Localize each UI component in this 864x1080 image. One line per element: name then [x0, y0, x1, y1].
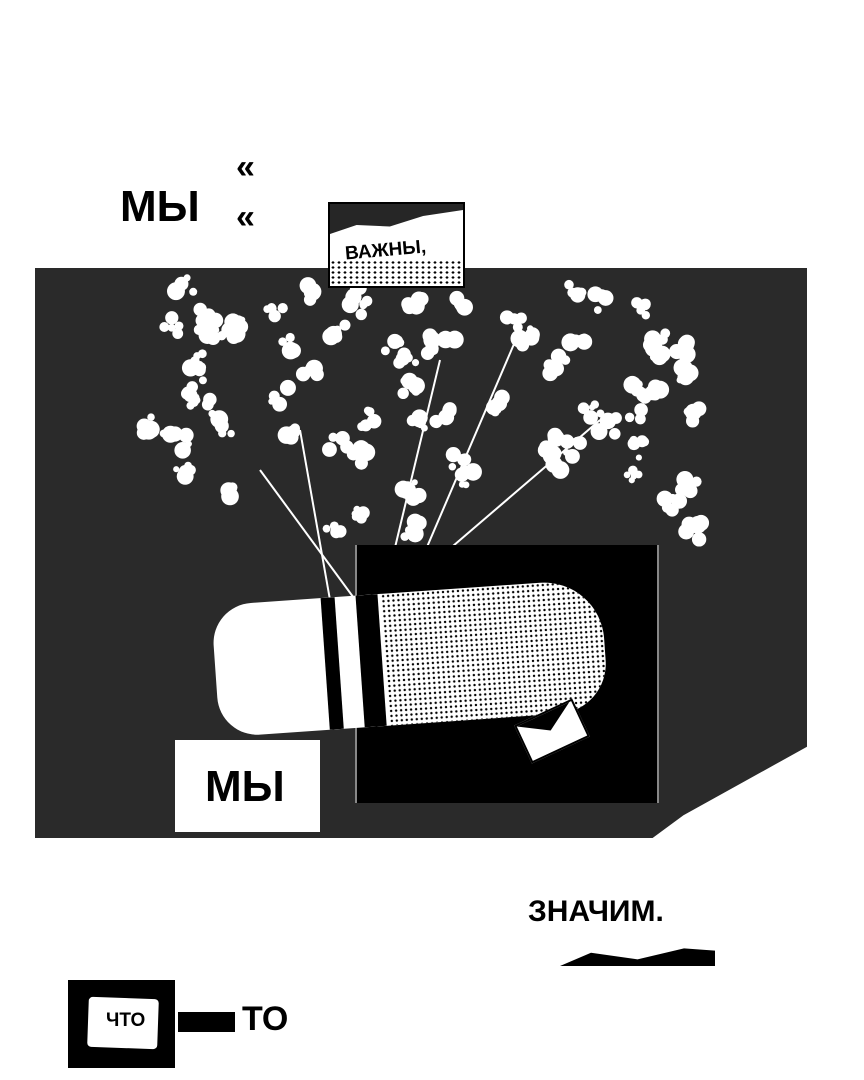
torn-paper-label	[68, 980, 175, 1068]
word-to: ТО	[242, 1000, 289, 1038]
flower-blossom	[201, 392, 217, 418]
flower-blossom	[429, 402, 457, 429]
dash-bar	[178, 1012, 235, 1032]
flower-blossom	[181, 359, 207, 385]
flower-blossom	[577, 400, 605, 425]
quote-mark-icon: «	[236, 198, 255, 236]
flower-stem	[299, 429, 331, 601]
flower-blossom	[167, 274, 198, 301]
flower-blossom	[299, 277, 322, 306]
flower-blossom	[357, 406, 382, 432]
flower-blossom	[542, 348, 571, 382]
flower-blossom	[322, 521, 347, 539]
torn-paper-label	[328, 202, 465, 288]
flower-blossom	[186, 391, 201, 410]
flower-blossom	[346, 440, 376, 470]
flower-blossom	[683, 401, 707, 428]
word-znachim: ЗНАЧИМ.	[528, 895, 664, 928]
flower-blossom	[656, 490, 688, 517]
flower-blossom	[631, 297, 651, 320]
flower-blossom	[263, 302, 288, 323]
flower-blossom	[397, 372, 425, 399]
flower-blossom	[351, 505, 370, 524]
flower-blossom	[559, 434, 587, 464]
flower-blossom	[159, 311, 184, 339]
flower-blossom	[454, 463, 482, 489]
flower-blossom	[587, 286, 614, 314]
flower-blossom	[400, 513, 427, 543]
pill-stripe	[320, 597, 344, 730]
flower-blossom	[499, 310, 527, 333]
flower-blossom	[436, 330, 464, 349]
flower-blossom	[673, 358, 699, 386]
torn-paper-label	[520, 880, 715, 966]
word-my-top: МЫ	[120, 182, 200, 231]
flower-blossom	[564, 279, 587, 303]
flower-blossom	[159, 425, 183, 443]
flower-blossom	[401, 291, 429, 315]
flower-blossom	[445, 446, 472, 471]
flower-blossom	[420, 328, 441, 361]
flower-blossom	[220, 482, 239, 506]
flower-blossom	[590, 412, 622, 440]
word-chto: ЧТО	[106, 1010, 146, 1031]
flower-blossom	[624, 403, 648, 425]
flower-blossom	[277, 423, 301, 445]
flower-blossom	[675, 471, 702, 499]
flower-blossom	[406, 409, 428, 432]
white-label	[175, 740, 320, 832]
flower-blossom	[268, 379, 296, 412]
flower-blossom	[510, 325, 540, 352]
flower-blossom	[627, 435, 650, 461]
flower-blossom	[623, 465, 643, 484]
flower-blossom	[644, 328, 671, 358]
flower-blossom	[669, 334, 696, 364]
flower-blossom	[394, 479, 427, 506]
flower-blossom	[485, 389, 510, 417]
flower-blossom	[623, 375, 651, 403]
flower-blossom	[224, 313, 249, 339]
flower-blossom	[136, 413, 160, 440]
flower-blossom	[449, 290, 473, 316]
flower-blossom	[193, 317, 221, 345]
flower-blossom	[322, 319, 351, 346]
flower-blossom	[322, 430, 354, 457]
flower-blossom	[295, 359, 324, 382]
word-my-bottom: МЫ	[205, 762, 285, 811]
flower-blossom	[380, 333, 405, 356]
flower-blossom	[278, 332, 301, 360]
flower-blossom	[393, 347, 420, 369]
flower-blossom	[173, 461, 196, 485]
flower-blossom	[341, 293, 369, 321]
flower-blossom	[678, 514, 710, 547]
quote-mark-icon: «	[236, 148, 255, 186]
flower-blossom	[561, 333, 593, 352]
flower-blossom	[638, 379, 670, 404]
